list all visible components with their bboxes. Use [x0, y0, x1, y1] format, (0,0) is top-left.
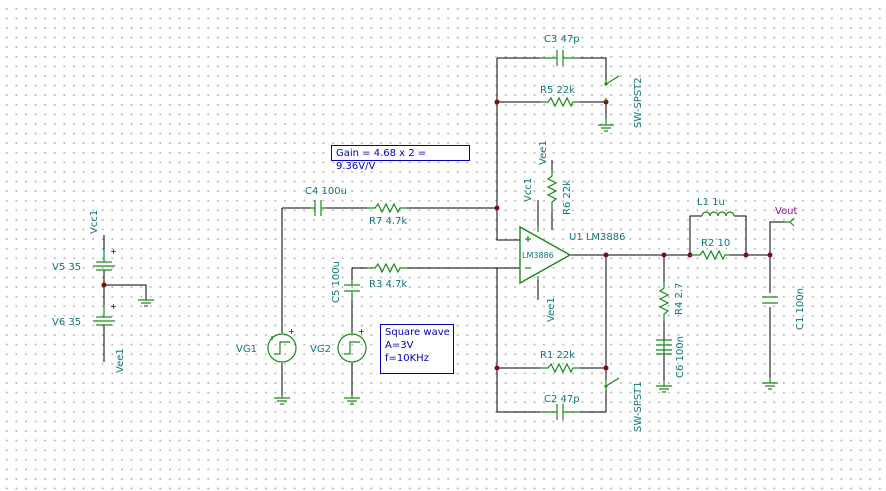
label-opamp-body: LM3886 — [522, 251, 554, 260]
label-r3: R3 4.7k — [369, 279, 407, 290]
capacitor-c4[interactable] — [310, 200, 326, 216]
source-vg2[interactable]: + — [337, 327, 367, 363]
wires — [103, 57, 784, 413]
junctions — [101, 99, 773, 371]
capacitor-c2[interactable] — [540, 404, 580, 420]
svg-text:+: + — [288, 327, 295, 336]
ground-symbol-sw2 — [598, 118, 614, 132]
label-vee1-left: Vee1 — [115, 348, 126, 373]
label-r2: R2 10 — [701, 238, 730, 249]
capacitor-c1[interactable] — [762, 296, 778, 304]
capacitor-c6[interactable] — [656, 339, 672, 355]
label-r5: R5 22k — [540, 85, 575, 96]
resistor-r6[interactable] — [546, 170, 558, 212]
svg-text:+: + — [110, 302, 117, 311]
battery-v6[interactable]: + — [93, 302, 117, 326]
inductor-l1[interactable] — [701, 211, 735, 217]
label-c4: C4 100u — [305, 186, 347, 197]
resistor-r7[interactable] — [367, 202, 407, 214]
label-vcc1-top: Vcc1 — [523, 178, 534, 202]
source-vg1[interactable]: + — [267, 327, 297, 363]
resistor-r3[interactable] — [367, 262, 407, 274]
label-v6: V6 35 — [52, 317, 81, 328]
resistor-r1[interactable] — [540, 362, 580, 374]
battery-v5[interactable]: + — [93, 247, 117, 271]
label-c3: C3 47p — [544, 34, 580, 45]
label-l1: L1 1u — [697, 197, 725, 208]
label-c6: C6 100n — [675, 336, 686, 378]
label-v5: V5 35 — [52, 262, 81, 273]
label-sw-spst2: SW-SPST2 — [633, 77, 644, 128]
ground-symbol-vg1 — [274, 395, 290, 405]
label-sw-spst1: SW-SPST1 — [633, 381, 644, 432]
label-vee1-bottom: Vee1 — [546, 297, 557, 322]
label-r1: R1 22k — [540, 350, 575, 361]
label-r7: R7 4.7k — [369, 216, 407, 227]
ground-symbol-c6 — [656, 380, 672, 393]
ground-symbol-vg2 — [344, 395, 360, 405]
svg-text:+: + — [110, 247, 117, 256]
label-vout: Vout — [775, 206, 798, 217]
resistor-r4[interactable] — [658, 282, 670, 322]
label-vg2: VG2 — [310, 344, 331, 355]
gain-annotation[interactable]: Gain = 4.68 x 2 = 9.36V/V — [331, 145, 470, 172]
label-c5: C5 100u — [331, 261, 342, 303]
capacitor-c5[interactable] — [344, 280, 360, 300]
label-c2: C2 47p — [544, 394, 580, 405]
switch-sw-spst2[interactable] — [604, 75, 620, 102]
switch-sw-spst1[interactable] — [604, 377, 620, 390]
label-r6: R6 22k — [562, 180, 573, 215]
component-labels: C3 47p R5 22k SW-SPST2 Vee1 Vcc1 R6 22k … — [52, 34, 806, 432]
label-vcc1-left: Vcc1 — [89, 210, 100, 234]
resistor-r2[interactable] — [690, 249, 730, 261]
amplitude-line: A=3V — [385, 340, 414, 351]
ground-symbol-c1 — [762, 378, 778, 390]
resistor-r5[interactable] — [540, 96, 580, 108]
opamp-u1[interactable] — [519, 225, 572, 285]
label-r4: R4 2.7 — [674, 283, 685, 315]
ground-symbol-batteries — [138, 299, 154, 307]
square-wave-annotation[interactable]: Square wave A=3V f=10KHz — [380, 324, 454, 374]
label-vg1: VG1 — [236, 344, 257, 355]
frequency-line: f=10KHz — [385, 353, 429, 364]
label-u1: U1 LM3886 — [569, 232, 626, 243]
output-terminal-vout[interactable] — [784, 217, 795, 227]
square-wave-line: Square wave — [385, 327, 450, 338]
label-vee1-top: Vee1 — [538, 140, 549, 165]
label-c1: C1 100n — [795, 288, 806, 330]
svg-text:+: + — [358, 327, 365, 336]
capacitor-c3[interactable] — [540, 50, 580, 66]
